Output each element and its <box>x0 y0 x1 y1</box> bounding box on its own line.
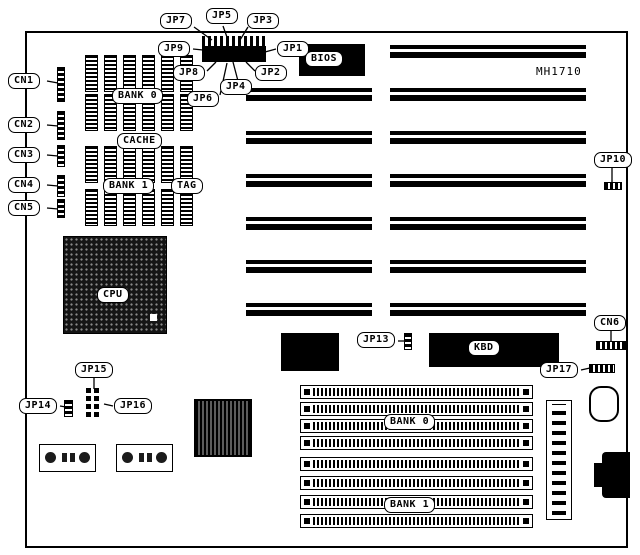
label-kbd: KBD <box>468 340 500 356</box>
cpu-pin1-mark <box>150 314 157 321</box>
label-bank1-simm: BANK 1 <box>384 497 436 513</box>
label-tag: TAG <box>171 178 203 194</box>
isa-slot <box>246 303 372 316</box>
label-cn3: CN3 <box>8 147 40 163</box>
dram-chip <box>85 189 98 226</box>
isa-slot <box>246 131 372 144</box>
jp14-jumper <box>64 400 73 417</box>
label-jp7: JP7 <box>160 13 192 29</box>
isa-slot <box>246 88 372 101</box>
label-bios: BIOS <box>305 51 344 67</box>
dram-chip <box>85 94 98 131</box>
label-jp8: JP8 <box>173 65 205 81</box>
simm-socket <box>300 385 533 399</box>
isa-slot <box>390 217 586 230</box>
label-jp6: JP6 <box>187 91 219 107</box>
dram-chip <box>104 94 117 131</box>
board-model-text: MH1710 <box>536 65 582 78</box>
pad-hole <box>79 452 90 463</box>
simm-socket <box>300 436 533 450</box>
dram-chip <box>161 94 174 131</box>
vertical-connector <box>546 400 572 520</box>
dram-chip <box>85 55 98 92</box>
label-jp13: JP13 <box>357 332 396 348</box>
simm-socket <box>300 514 533 528</box>
isa-slot <box>390 260 586 273</box>
isa-slot <box>246 260 372 273</box>
cn1-connector <box>57 67 65 102</box>
label-jp15: JP15 <box>75 362 114 378</box>
label-jp10: JP10 <box>594 152 633 168</box>
solder-pad-block <box>116 444 173 472</box>
label-cn2: CN2 <box>8 117 40 133</box>
jp15-jumper-block <box>86 388 99 417</box>
label-jp17: JP17 <box>540 362 579 378</box>
pad-tick <box>139 453 144 462</box>
pad-tick <box>70 453 75 462</box>
label-cn4: CN4 <box>8 177 40 193</box>
label-bank0-simm: BANK 0 <box>384 414 436 430</box>
label-jp5: JP5 <box>206 8 238 24</box>
dram-chip <box>161 189 174 226</box>
label-jp14: JP14 <box>19 398 58 414</box>
label-jp2: JP2 <box>255 65 287 81</box>
pad-tick <box>147 453 152 462</box>
isa-slot <box>390 131 586 144</box>
dram-chip <box>104 55 117 92</box>
label-cache: CACHE <box>117 133 162 149</box>
qfp-chip <box>194 399 252 457</box>
label-bank1-dram: BANK 1 <box>103 178 155 194</box>
jumper-block <box>202 36 266 62</box>
label-jp4: JP4 <box>220 79 252 95</box>
simm-socket <box>300 457 533 471</box>
label-cpu: CPU <box>97 287 129 303</box>
din-connector-tab <box>594 463 604 487</box>
label-cn5: CN5 <box>8 200 40 216</box>
oval-component <box>589 386 619 422</box>
cpu-chip <box>63 236 167 334</box>
solder-pad-block <box>39 444 96 472</box>
pad-hole <box>156 452 167 463</box>
pad-hole <box>122 452 133 463</box>
label-jp1: JP1 <box>277 41 309 57</box>
controller-chip <box>281 333 339 371</box>
pad-hole <box>45 452 56 463</box>
label-cn1: CN1 <box>8 73 40 89</box>
label-bank0-dram: BANK 0 <box>112 88 164 104</box>
dram-chip <box>85 146 98 183</box>
isa-slot <box>246 217 372 230</box>
label-jp16: JP16 <box>114 398 153 414</box>
din-connector <box>602 452 630 498</box>
isa-slot <box>390 45 586 58</box>
isa-slot <box>246 174 372 187</box>
simm-socket <box>300 476 533 490</box>
isa-slot <box>390 303 586 316</box>
pad-tick <box>62 453 67 462</box>
jp10-jumper <box>604 182 622 190</box>
label-cn6: CN6 <box>594 315 626 331</box>
dram-chip <box>161 146 174 183</box>
label-jp3: JP3 <box>247 13 279 29</box>
isa-slot <box>390 88 586 101</box>
label-jp9: JP9 <box>158 41 190 57</box>
isa-slot <box>390 174 586 187</box>
